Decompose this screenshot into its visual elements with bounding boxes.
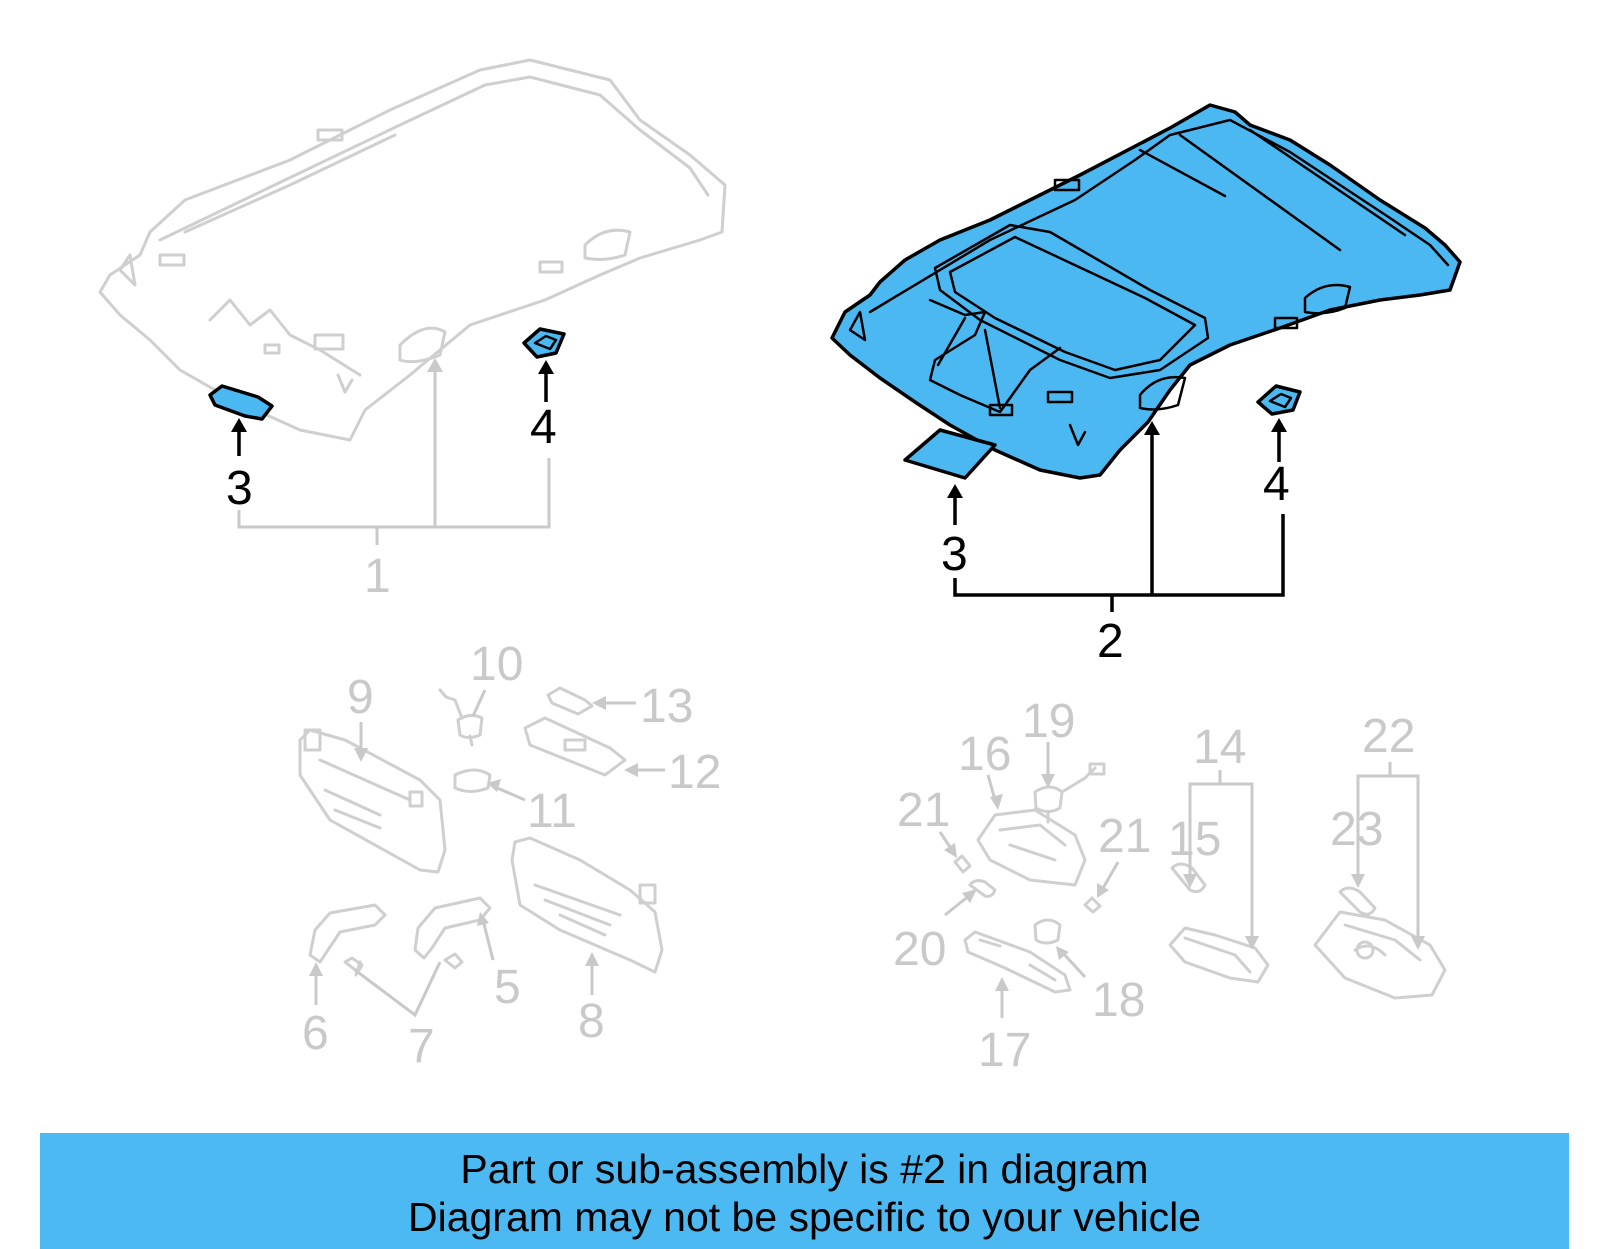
callout-10: 10 <box>470 638 523 691</box>
map-light-14-illustration <box>1168 926 1270 984</box>
callout-17: 17 <box>978 1024 1031 1077</box>
callout-4-right: 4 <box>1263 458 1290 511</box>
callout-16: 16 <box>958 728 1011 781</box>
callout-22: 22 <box>1362 710 1415 763</box>
screws-7-illustration <box>343 952 464 977</box>
map-light-22-illustration <box>1313 910 1447 1000</box>
clip-4-left <box>522 327 566 359</box>
visor-pad-3-left <box>208 384 274 421</box>
cap-18-illustration <box>1033 918 1062 945</box>
leader-lines-lower-left <box>309 689 665 1018</box>
callout-23: 23 <box>1330 803 1383 856</box>
cover-13-illustration <box>546 686 594 716</box>
grab-handle-5-illustration <box>413 896 492 960</box>
visor-pad-3-right <box>903 428 997 480</box>
grab-handle-6-illustration <box>308 903 387 964</box>
callout-4-left: 4 <box>530 401 557 454</box>
sun-visor-8-illustration <box>510 836 664 974</box>
callout-15: 15 <box>1168 813 1221 866</box>
leader-lines-part-2 <box>947 418 1287 612</box>
callout-21-left: 21 <box>897 784 950 837</box>
callout-3-right: 3 <box>941 528 968 581</box>
callout-13: 13 <box>640 680 693 733</box>
callout-19: 19 <box>1022 695 1075 748</box>
dome-light-16-illustration <box>976 808 1087 887</box>
callout-21-right: 21 <box>1098 810 1151 863</box>
callout-12: 12 <box>668 746 721 799</box>
callout-9: 9 <box>347 671 374 724</box>
callout-1: 1 <box>364 550 391 603</box>
leader-lines-lower-right <box>938 742 1425 1018</box>
callout-3-left: 3 <box>226 462 253 515</box>
info-banner: Part or sub-assembly is #2 in diagram Di… <box>40 1133 1569 1249</box>
light-10-illustration <box>438 688 484 747</box>
leader-lines-part-1 <box>231 358 554 545</box>
callout-8: 8 <box>578 995 605 1048</box>
callout-6: 6 <box>302 1007 329 1060</box>
switch-11-illustration <box>453 768 492 793</box>
console-12-illustration <box>523 716 627 777</box>
bulb-19-illustration <box>1033 762 1106 824</box>
sun-visor-9-illustration <box>298 728 447 874</box>
headliner-1-illustration <box>98 58 727 442</box>
lens-17-illustration <box>963 930 1072 994</box>
banner-line-disclaimer: Diagram may not be specific to your vehi… <box>407 1194 1201 1240</box>
callout-5: 5 <box>494 961 521 1014</box>
callout-2: 2 <box>1097 615 1124 668</box>
bulb-20-illustration <box>968 879 997 898</box>
bulb-23-illustration <box>1338 886 1377 916</box>
callout-18: 18 <box>1092 974 1145 1027</box>
banner-line-part: Part or sub-assembly is #2 in diagram <box>460 1146 1149 1192</box>
callout-14: 14 <box>1193 721 1246 774</box>
headliner-2-illustration <box>830 103 1462 480</box>
bulbs-21-illustration <box>953 854 1102 914</box>
callout-20: 20 <box>893 923 946 976</box>
callout-7: 7 <box>408 1020 435 1073</box>
clip-4-right <box>1256 384 1302 416</box>
callout-11: 11 <box>527 785 577 838</box>
